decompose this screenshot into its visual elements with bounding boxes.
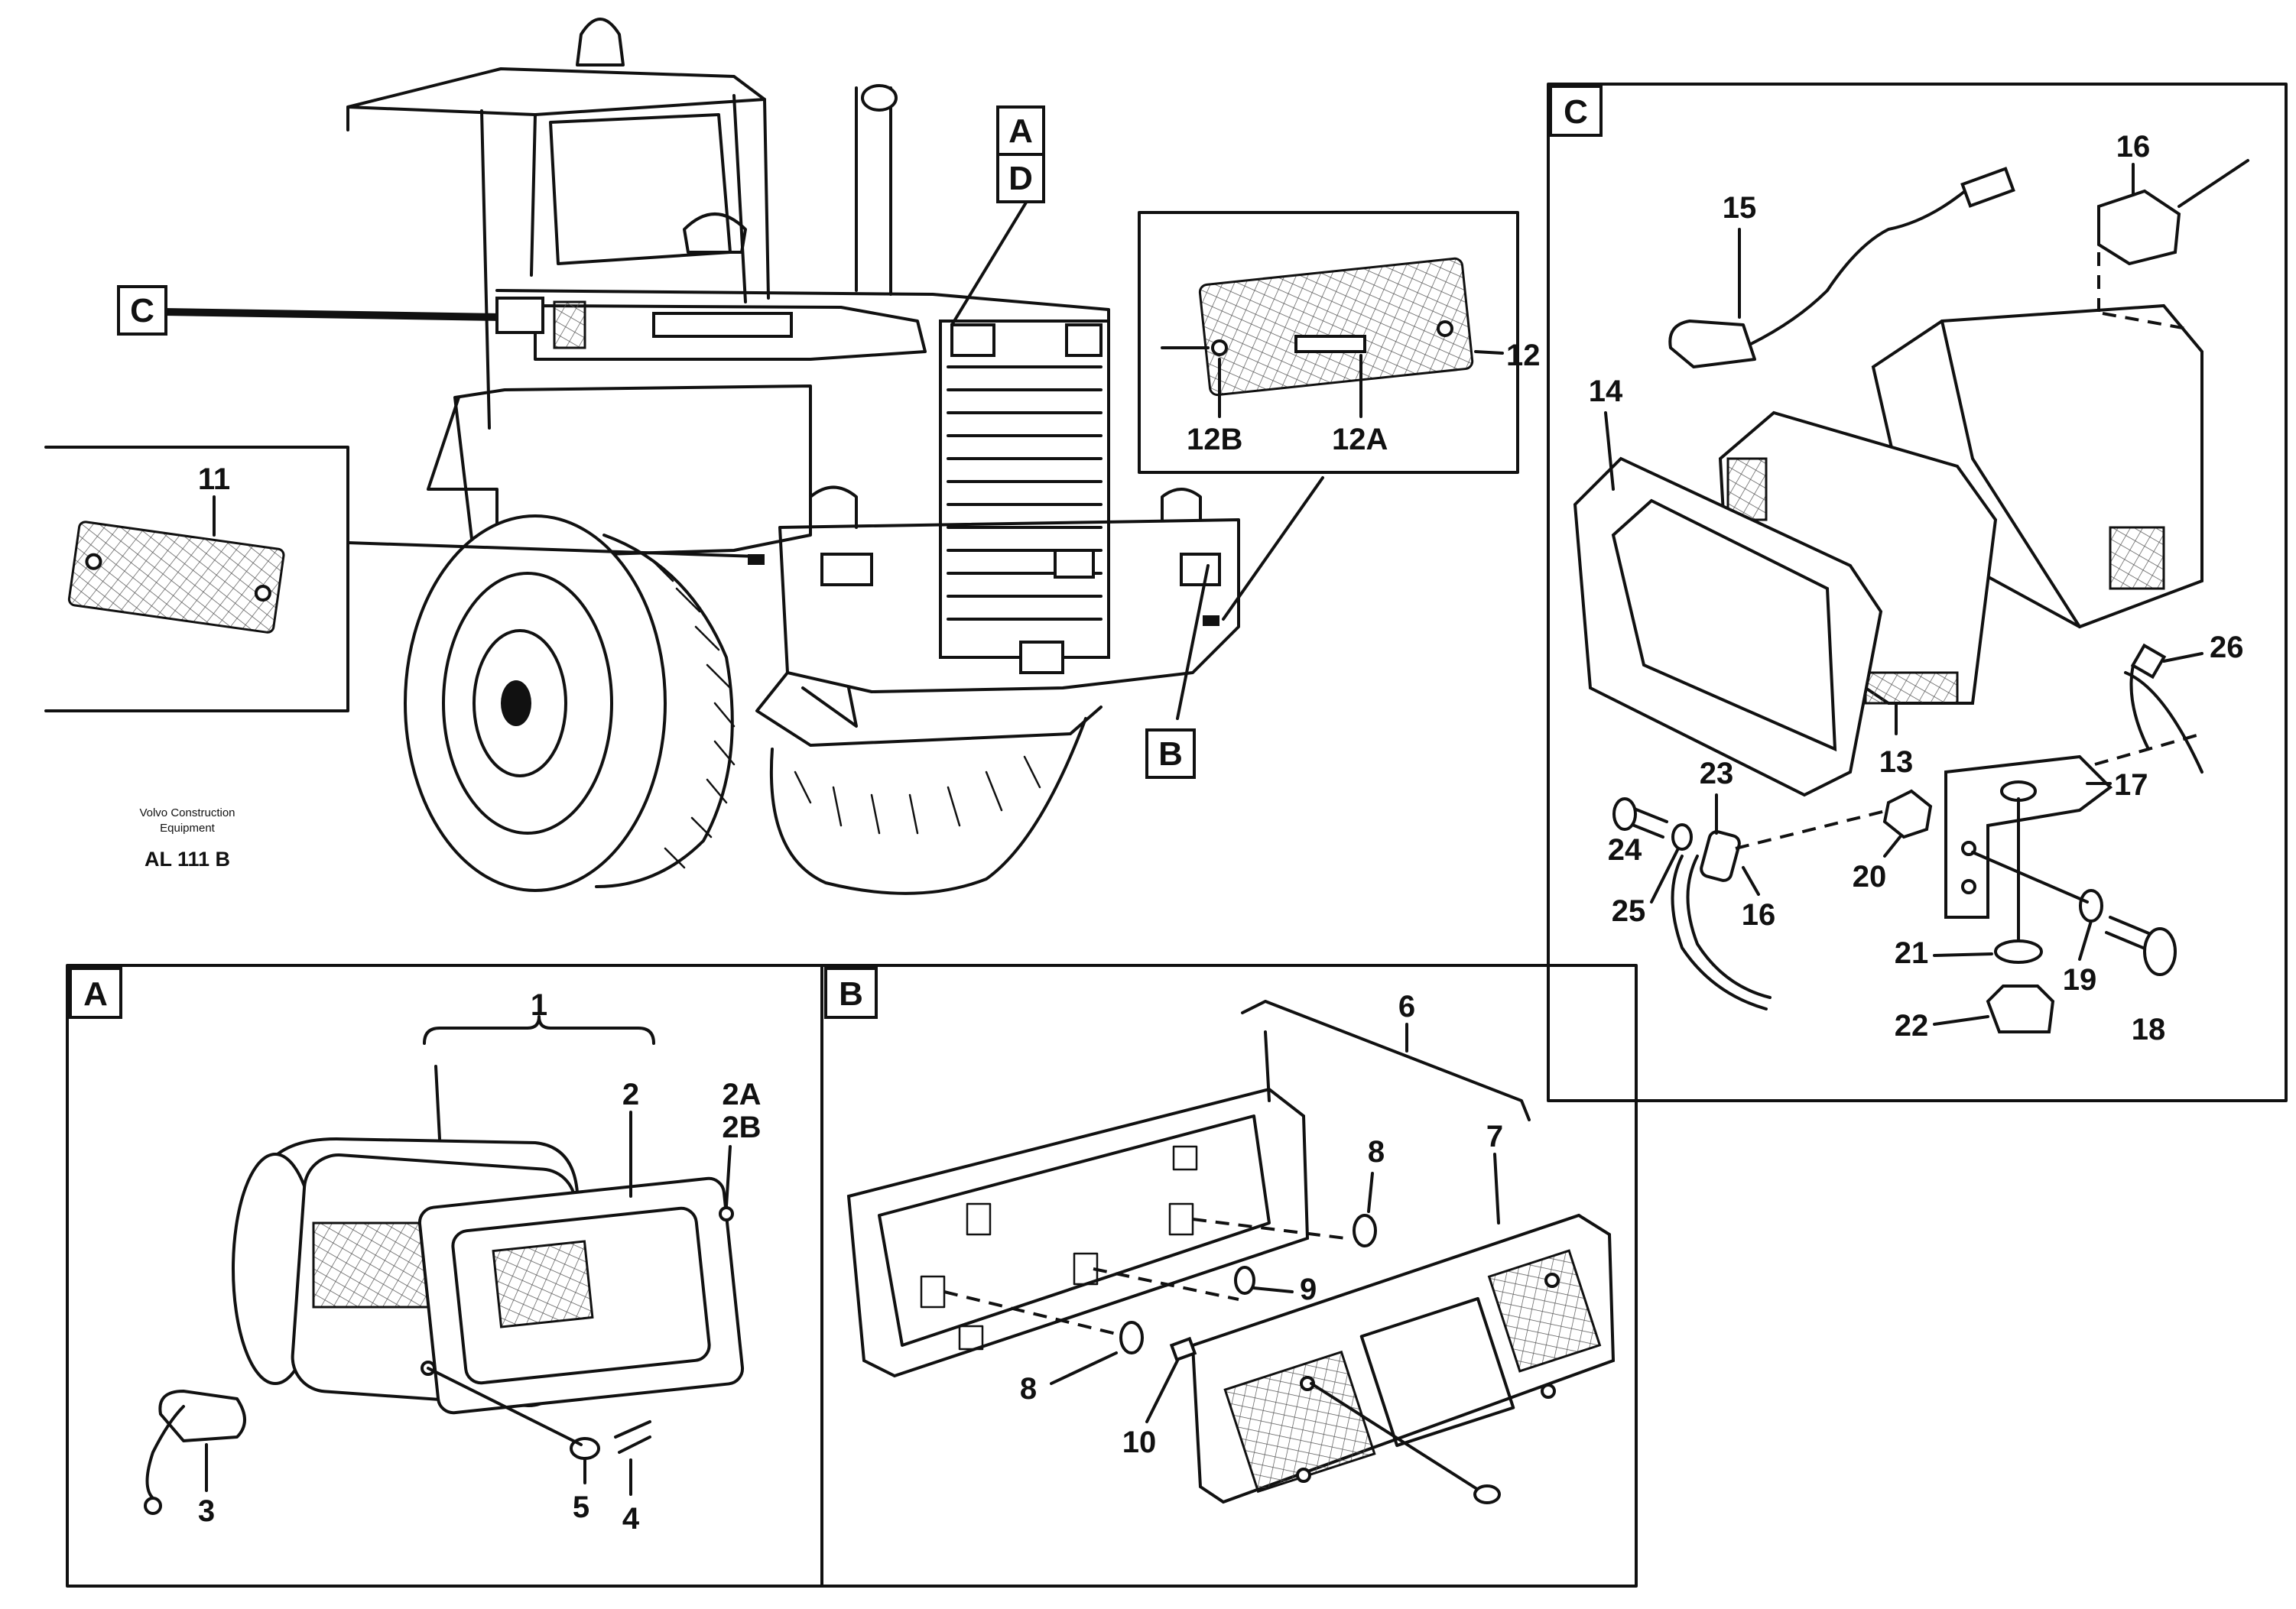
manufacturer-footer: Volvo Construction Equipment AL 111 B	[139, 806, 235, 871]
callout-22: 22	[1895, 1009, 1929, 1043]
callout-12B: 12B	[1187, 423, 1242, 456]
callout-2A: 2A	[722, 1078, 761, 1111]
callout-4: 4	[622, 1502, 640, 1536]
machine-overview	[164, 18, 1324, 895]
callout-9: 9	[1300, 1273, 1317, 1306]
overview-ref-A: A	[1008, 112, 1033, 150]
callout-7: 7	[1486, 1120, 1503, 1153]
diagram-code: AL 111 B	[145, 848, 230, 871]
callout-2B: 2B	[722, 1111, 761, 1144]
overview-ref-D-box: D	[996, 153, 1045, 203]
panel-B-label: B	[839, 975, 863, 1013]
callout-6: 6	[1398, 990, 1415, 1023]
panel-A-label: A	[83, 975, 108, 1013]
overview-ref-C-box: C	[117, 285, 167, 336]
inset-item-11: 11	[44, 446, 349, 712]
panel-C-label: C	[1564, 93, 1588, 131]
callout-11: 11	[198, 462, 230, 496]
callout-10: 10	[1122, 1426, 1157, 1459]
overview-ref-A-box: A	[996, 105, 1045, 156]
callout-19: 19	[2063, 963, 2097, 997]
brand-line-2: Equipment	[160, 822, 216, 835]
callout-20: 20	[1853, 860, 1887, 894]
callout-13: 13	[1879, 745, 1914, 779]
callout-3: 3	[198, 1494, 215, 1528]
panel-B: B 6 7 8	[820, 964, 1638, 1588]
callout-23: 23	[1700, 757, 1734, 790]
callout-16-top: 16	[2116, 130, 2151, 164]
overview-ref-C: C	[130, 292, 154, 329]
callout-1: 1	[531, 988, 547, 1022]
overview-ref-D: D	[1008, 160, 1033, 197]
callout-5: 5	[573, 1491, 589, 1524]
callout-24: 24	[1608, 833, 1642, 867]
callout-14: 14	[1589, 375, 1623, 408]
panel-A: A 1 2 2A 2B 3 4 5	[66, 964, 823, 1588]
brand-line-1: Volvo Construction	[139, 806, 235, 819]
inset-item-12: 12 12B 12A	[1138, 211, 1541, 474]
callout-21: 21	[1895, 936, 1929, 970]
overview-ref-B-box: B	[1145, 728, 1196, 779]
callout-15: 15	[1723, 191, 1757, 225]
callout-2: 2	[622, 1078, 639, 1111]
panel-C: C	[1547, 83, 2288, 1102]
callout-8a: 8	[1368, 1135, 1385, 1169]
callout-12A: 12A	[1332, 423, 1388, 456]
callout-17: 17	[2114, 768, 2148, 802]
overview-ref-B: B	[1158, 735, 1183, 773]
callout-12: 12	[1506, 339, 1541, 372]
callout-8b: 8	[1020, 1372, 1037, 1406]
callout-25: 25	[1612, 894, 1646, 928]
callout-26: 26	[2210, 631, 2244, 664]
callout-18: 18	[2132, 1013, 2166, 1046]
callout-16-bottom: 16	[1742, 898, 1776, 932]
